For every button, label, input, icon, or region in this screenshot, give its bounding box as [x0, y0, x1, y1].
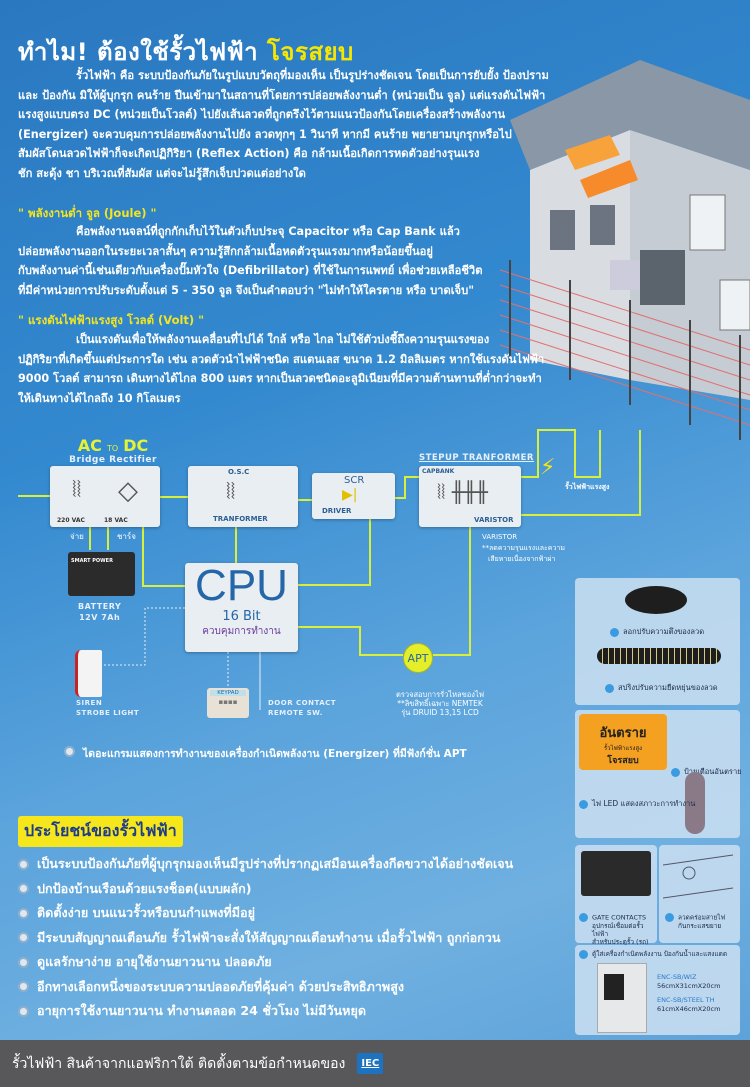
transformer-icon: ⦚⦚ [72, 478, 82, 503]
wire-image [663, 854, 734, 899]
bullet-icon [18, 883, 29, 895]
discharge-label: จ่าย [70, 532, 84, 541]
list-item: มีระบบสัญญาณเตือนภัย รั้วไฟฟ้าจะสั่งให้ส… [18, 926, 513, 951]
bullet-icon [18, 907, 29, 919]
footer: รั้วไฟฟ้า สินค้าจากแอฟริกาใต้ ติดตั้งตาม… [0, 1040, 750, 1087]
diagram-wires [18, 429, 641, 710]
list-item: อายุการใช้งานยาวนาน ทำงานตลอด 24 ชั่วโมง… [18, 999, 513, 1024]
tensioner-caption: ลอกปรับความตึงของลวด [610, 626, 704, 638]
list-item: ปกป้องบ้านเรือนด้วยแรงช็อต(แบบผลัก) [18, 877, 513, 902]
spring-caption: สปริงปรับความยืดหยุ่นของลวด [605, 682, 718, 694]
brand-name: โจรสยบ [266, 38, 354, 66]
charge-label: ชาร์จ [117, 532, 136, 541]
gate-contacts-image [581, 851, 651, 896]
intro-paragraph: รั้วไฟฟ้า คือ ระบบป้องกันภัยในรูปแบบวัตถ… [18, 69, 549, 180]
iec-logo: IEC [357, 1053, 384, 1074]
joule-paragraph: คือพลังงานจลน์ที่ถูกกักเก็บไว้ในตัวเก็บป… [18, 225, 483, 297]
list-item: ติดตั้งง่าย บนแนวรั้วหรือบนกำแพงที่มีอยู… [18, 901, 513, 926]
list-item: ดูแลรักษาง่าย อายุใช้งานยาวนาน ปลอดภัย [18, 950, 513, 975]
battery-image: SMART POWER [68, 552, 135, 596]
apt-indicator: APT [403, 643, 433, 673]
keypad-image: KEYPAD▪▪▪▪ [207, 688, 249, 718]
joule-heading: " พลังงานต่ำ จูล (Joule) " [18, 206, 157, 220]
varistor-note: VARISTOR**ลดความรุนแรงและความเสียหายเนื่… [482, 533, 565, 563]
stepup-title: STEPUP TRANFORMER [419, 453, 534, 463]
osc-block: O.S.C ⦚⦚ TRANFORMER [188, 466, 298, 527]
tensioner-image [625, 586, 687, 614]
benefits-title: ประโยชน์ของรั้วไฟฟ้า [18, 816, 183, 847]
panel-sign-led: อันตรายรั้วไฟฟ้าแรงสูงโจรสยบ ป้ายเตือนอั… [575, 710, 742, 838]
transformer-icon: ⦚⦚ [226, 480, 236, 505]
check-icon [671, 767, 680, 777]
hv-fence-label: รั้วไฟฟ้าแรงสูง [565, 483, 610, 491]
footer-text: รั้วไฟฟ้า สินค้าจากแอฟริกาใต้ ติดตั้งตาม… [12, 1055, 346, 1072]
bullet-icon [18, 932, 29, 944]
led-indicator-image [685, 772, 705, 834]
volt-paragraph: เป็นแรงดันเพื่อให้พลังงานเคลื่อนที่ไปได้… [18, 333, 545, 405]
panel-tensioner-spring: ลอกปรับความตึงของลวด สปริงปรับความยืดหยุ… [575, 578, 740, 705]
cabinet-image [597, 963, 647, 1033]
list-item: เป็นระบบป้องกันภัยที่ผู้บุกรุกมองเห็นมีร… [18, 852, 513, 877]
led-caption: ไฟ LED แสดงสภาวะการทำงาน [579, 798, 695, 810]
sign-caption: ป้ายเตือนอันตราย [671, 766, 742, 778]
house-illustration [499, 60, 750, 440]
check-icon [610, 627, 619, 637]
diagram-caption: ไดอะแกรมแสดงการทำงานของเครื่องกำเนิดพลัง… [64, 745, 467, 762]
check-icon [579, 799, 588, 809]
apt-label: ตรวจสอบการรั่วไหลของไฟ**ลิขสิทธิ์เฉพาะ N… [395, 690, 485, 717]
page-title: ทำไม! ต้องใช้รั้วไฟฟ้า โจรสยบ [18, 38, 354, 66]
bullet-icon [18, 858, 29, 870]
panel-wire: ลวดคร่อมสายไฟกันกระแสขยาย [659, 845, 740, 943]
stepup-transformer-block: CAPBANK ⦚⦚ ╫╫╫ VARISTOR [419, 466, 521, 527]
bullet-icon [18, 981, 29, 993]
bridge-diode-icon: ◇ [118, 476, 138, 506]
panel-cabinet: ตู้ใส่เครื่องกำเนิดพลังงาน ป้องกันน้ำและ… [575, 945, 740, 1035]
check-icon [605, 683, 614, 693]
cabinet-caption: ตู้ใส่เครื่องกำเนิดพลังงาน ป้องกันน้ำและ… [579, 949, 727, 959]
bullet-icon [64, 746, 75, 757]
acdc-title: AC TO DC Bridge Rectifier [69, 436, 157, 465]
bridge-rectifier-block: ⦚⦚ ◇ 220 VAC 18 VAC [50, 466, 160, 527]
thyristor-icon: ▶| [342, 487, 358, 503]
bullet-icon [18, 956, 29, 968]
wire-caption: ลวดคร่อมสายไฟกันกระแสขยาย [665, 913, 725, 930]
volt-heading: " แรงดันไฟฟ้าแรงสูง โวลต์ (Volt) " [18, 313, 205, 327]
transformer-icon: ⦚⦚ ╫╫╫ [437, 480, 488, 504]
scr-block: SCR ▶| DRIVER [312, 473, 395, 519]
siren-image [75, 650, 102, 697]
spring-image [597, 648, 721, 664]
list-item: อีกทางเลือกหนึ่งของระบบความปลอดภัยที่คุ้… [18, 975, 513, 1000]
bullet-icon [18, 1005, 29, 1017]
check-icon [579, 949, 588, 959]
electric-shock-icon: ⚡ [540, 455, 556, 480]
warning-sign-image: อันตรายรั้วไฟฟ้าแรงสูงโจรสยบ [579, 714, 667, 770]
check-icon [665, 913, 674, 922]
benefits-list: เป็นระบบป้องกันภัยที่ผู้บุกรุกมองเห็นมีร… [18, 852, 513, 1024]
check-icon [579, 913, 588, 922]
